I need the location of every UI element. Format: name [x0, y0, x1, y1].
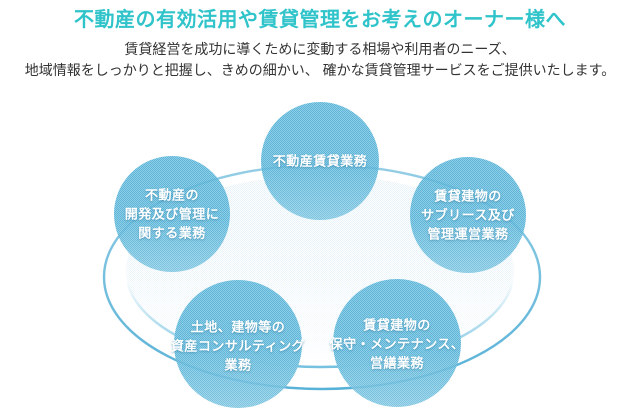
- circle-asset-consulting-sheen: [174, 280, 302, 408]
- label-sublease-operation: 賃貸建物の サブリース及び 管理運営業務: [421, 187, 515, 244]
- circle-development-management-sheen: [114, 156, 230, 272]
- label-line: 賃貸建物の: [363, 317, 431, 333]
- label-development-management: 不動産の 開発及び管理に 関する業務: [125, 186, 220, 243]
- label-rental-business: 不動産賃貸業務: [273, 152, 368, 171]
- label-line: 関する業務: [138, 225, 206, 241]
- circle-maintenance-repair-sheen: [333, 279, 461, 407]
- label-line: 保守・メンテナンス、: [329, 336, 465, 352]
- label-asset-consulting: 土地、建物等の 資産コンサルティング 業務: [171, 318, 305, 375]
- label-line: 不動産の: [144, 187, 200, 203]
- orbit-ring-overlay: [103, 164, 541, 390]
- label-maintenance-repair: 賃貸建物の 保守・メンテナンス、 営繕業務: [330, 316, 465, 373]
- label-line: 賃貸建物の: [434, 188, 502, 204]
- label-line: 土地、建物等の: [190, 319, 286, 335]
- label-line: 営繕業務: [369, 355, 424, 371]
- label-line: 資産コンサルティング: [170, 338, 306, 354]
- label-line: サブリース及び: [421, 207, 515, 223]
- page-description: 賃貸経営を成功に導くために変動する相場や利用者のニーズ、 地域情報をしっかりと把…: [0, 39, 640, 81]
- services-diagram: 不動産賃貸業務 不動産の 開発及び管理に 関する業務 賃貸建物の サブリース及び…: [0, 100, 640, 410]
- label-line: 業務: [224, 357, 252, 373]
- services-diagram-graphic: [102, 102, 542, 408]
- label-line: 開発及び管理に: [124, 206, 220, 222]
- circle-rental-business-sheen: [261, 102, 379, 220]
- label-line: 不動産賃貸業務: [272, 153, 368, 169]
- page-description-line: 賃貸経営を成功に導くために変動する相場や利用者のニーズ、: [124, 41, 516, 57]
- page-title: 不動産の有効活用や賃貸管理をお考えのオーナー様へ: [74, 9, 566, 31]
- page-description-line: 地域情報をしっかりと把握し、きめの細かい、 確かな賃貸管理サービスをご提供いたし…: [24, 62, 616, 78]
- label-line: 管理運営業務: [427, 226, 509, 242]
- circle-sublease-operation-sheen: [410, 157, 526, 273]
